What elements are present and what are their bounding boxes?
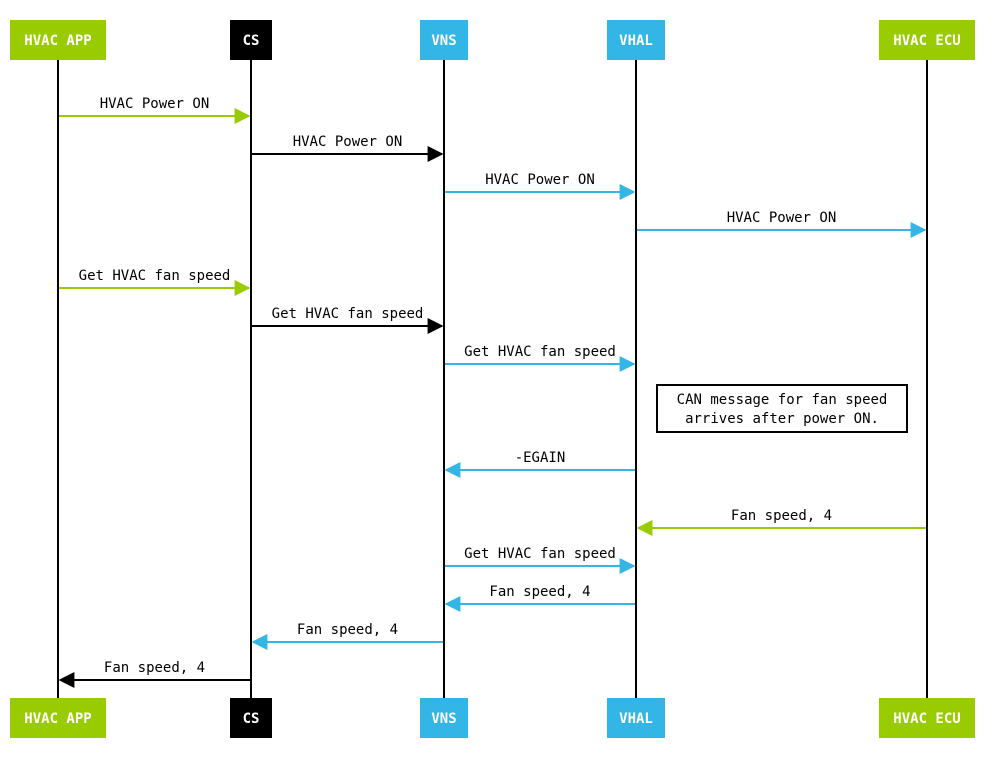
message-label: Fan speed, 4 [297, 622, 398, 638]
note-border [656, 384, 908, 433]
message-label: Fan speed, 4 [489, 584, 590, 600]
lifelines [57, 60, 928, 698]
actor-label: VNS [431, 33, 456, 49]
message-4: HVAC Power ON [637, 210, 927, 238]
actor-box [10, 698, 106, 738]
message-9: Fan speed, 4 [636, 508, 926, 536]
actor-vns-bottom: VNS [420, 698, 468, 738]
message-12: Fan speed, 4 [251, 622, 443, 650]
message-8: -EGAIN [444, 450, 635, 478]
message-5: Get HVAC fan speed [59, 268, 251, 296]
message-10: Get HVAC fan speed [445, 546, 636, 574]
actor-box [420, 698, 468, 738]
actor-app-bottom: HVAC APP [10, 698, 106, 738]
actor-label: VNS [431, 711, 456, 727]
message-label: Get HVAC fan speed [79, 268, 231, 284]
message-13: Fan speed, 4 [58, 660, 250, 688]
actor-box [10, 20, 106, 60]
actor-cs-bottom: CS [230, 698, 272, 738]
actor-label: CS [243, 711, 260, 727]
actor-label: CS [243, 33, 260, 49]
message-3: HVAC Power ON [445, 172, 636, 200]
message-label: Fan speed, 4 [731, 508, 832, 524]
actor-label: HVAC ECU [893, 711, 960, 727]
message-label: Fan speed, 4 [104, 660, 205, 676]
message-label: Get HVAC fan speed [464, 344, 616, 360]
note-box: CAN message for fan speed arrives after … [656, 384, 908, 433]
message-11: Fan speed, 4 [444, 584, 635, 612]
message-7: Get HVAC fan speed [445, 344, 636, 372]
actor-box [607, 20, 665, 60]
message-label: Get HVAC fan speed [464, 546, 616, 562]
message-label: HVAC Power ON [100, 96, 210, 112]
actor-box [879, 698, 975, 738]
message-6: Get HVAC fan speed [252, 306, 444, 334]
message-label: Get HVAC fan speed [272, 306, 424, 322]
actor-box [420, 20, 468, 60]
actor-ecu-bottom: HVAC ECU [879, 698, 975, 738]
actor-ecu-top: HVAC ECU [879, 20, 975, 60]
actor-label: VHAL [619, 33, 653, 49]
actor-label: HVAC ECU [893, 33, 960, 49]
message-label: HVAC Power ON [727, 210, 837, 226]
actor-label: HVAC APP [24, 711, 91, 727]
messages: HVAC Power ON HVAC Power ON HVAC Power ON H… [58, 96, 927, 688]
actor-vns-top: VNS [420, 20, 468, 60]
message-label: -EGAIN [515, 450, 566, 466]
actor-box [230, 698, 272, 738]
actor-vhal-top: VHAL [607, 20, 665, 60]
actors: HVAC APP HVAC APP CS CS VNS VNS VHAL VHAL HVAC E… [10, 20, 975, 738]
actor-box [607, 698, 665, 738]
message-label: HVAC Power ON [485, 172, 595, 188]
actor-label: HVAC APP [24, 33, 91, 49]
message-label: HVAC Power ON [293, 134, 403, 150]
note-line-1: CAN message for fan speed [677, 392, 888, 408]
actor-app-top: HVAC APP [10, 20, 106, 60]
actor-label: VHAL [619, 711, 653, 727]
actor-box [230, 20, 272, 60]
message-2: HVAC Power ON [252, 134, 444, 162]
note-line-2: arrives after power ON. [685, 411, 879, 427]
actor-cs-top: CS [230, 20, 272, 60]
actor-vhal-bottom: VHAL [607, 698, 665, 738]
message-1: HVAC Power ON [59, 96, 251, 124]
actor-box [879, 20, 975, 60]
